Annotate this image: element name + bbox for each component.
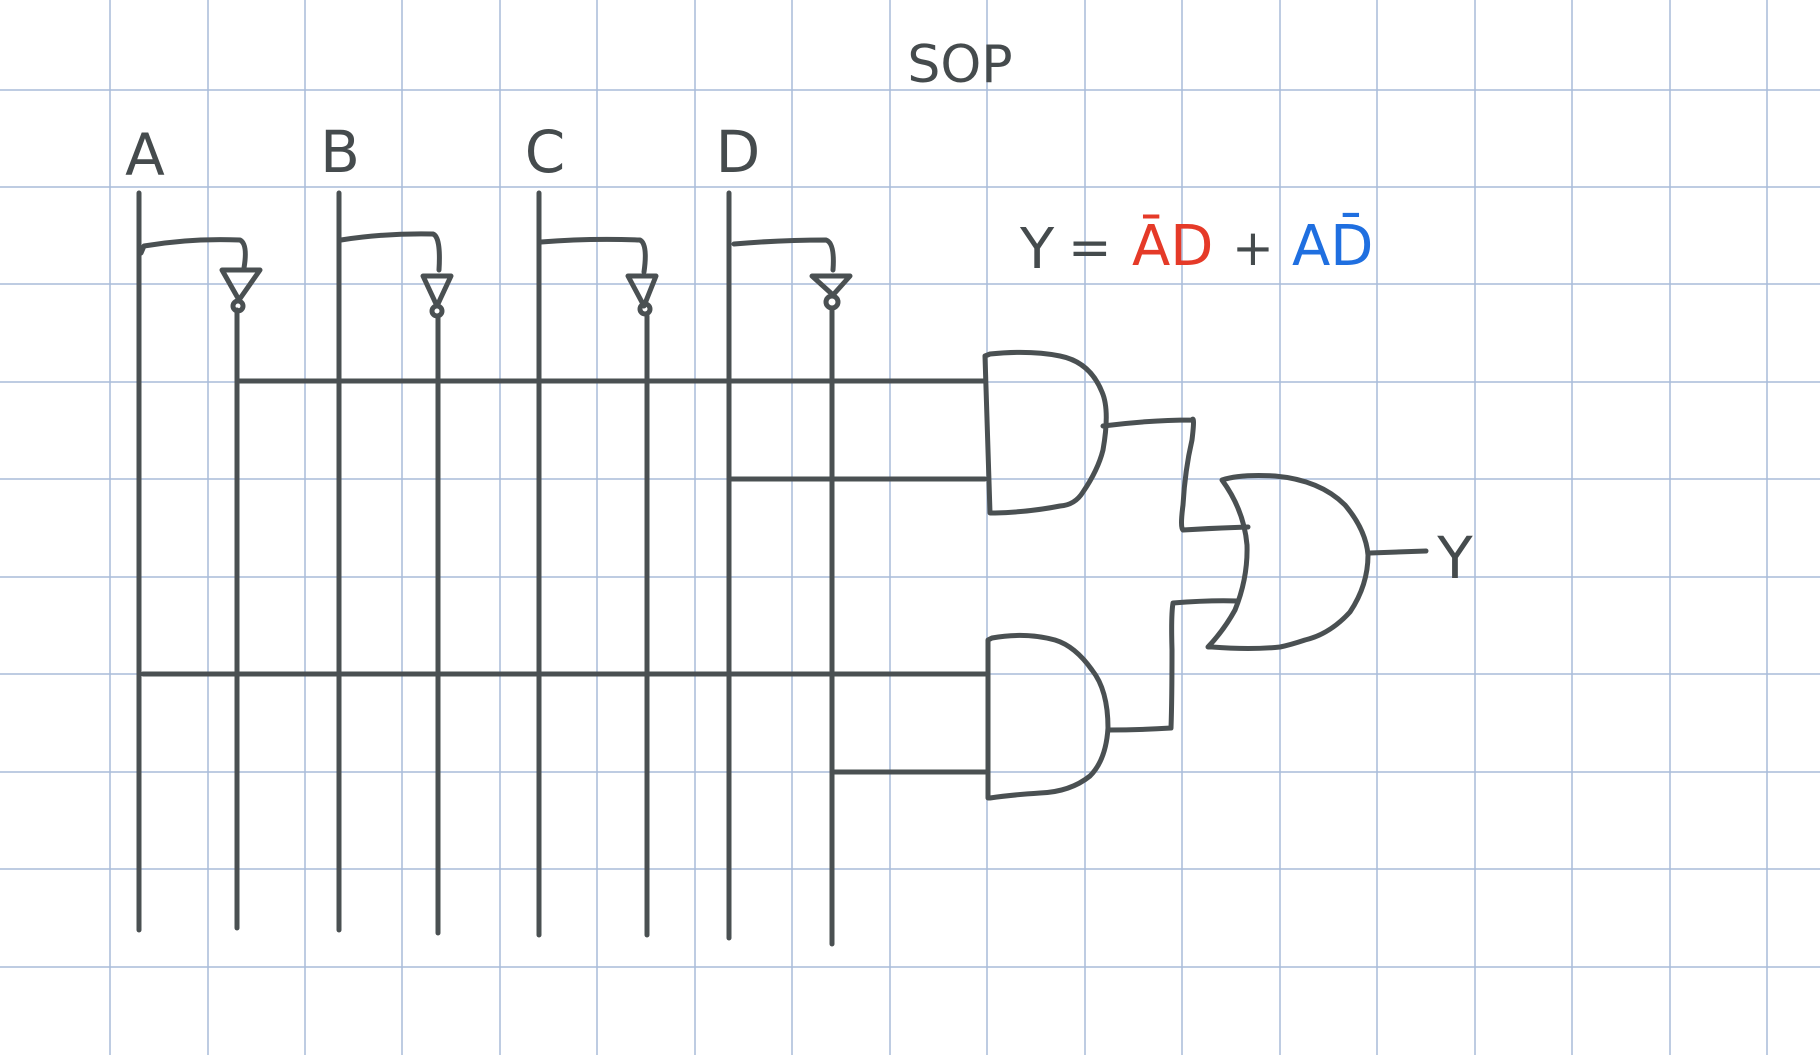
inverter-b [420,273,454,319]
tap-a [138,237,248,271]
output-label: Y [1436,524,1473,592]
equation-lhs: Y [1019,217,1055,282]
equation-equals: = [1068,218,1112,278]
diagram-title: SOP [907,35,1012,95]
wire-and1-to-or [1100,416,1251,533]
inverter-d [809,273,853,311]
inverter-c [625,273,659,317]
or-gate [1205,473,1371,651]
inverter-a [219,267,263,314]
input-label-d: D [716,118,761,186]
tap-c [538,236,648,275]
input-label-c: C [525,118,566,186]
and-gate-1 [982,349,1109,516]
and-gate-2 [985,632,1111,801]
wire-and2-to-or [1105,598,1241,733]
tap-d [731,237,836,273]
equation-term-1: ĀD [1132,214,1213,279]
equation-term-2: AD̄ [1292,214,1373,279]
tap-b [338,231,442,273]
equation: Y = ĀD + AD̄ [1019,214,1373,282]
equation-plus: + [1232,219,1274,277]
input-label-a: A [125,121,165,189]
input-label-b: B [320,118,360,186]
wire-output [1367,548,1429,556]
